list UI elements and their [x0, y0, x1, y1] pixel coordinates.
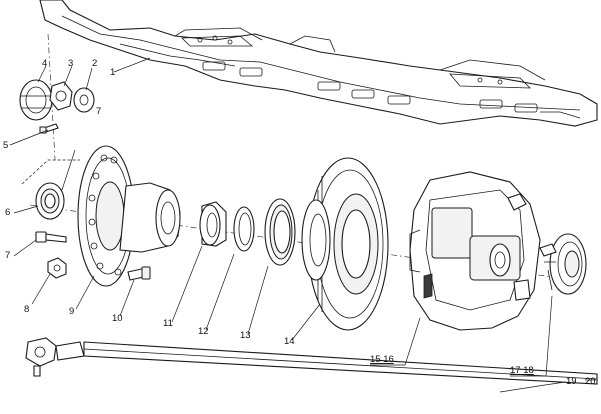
callout-14: 14: [284, 336, 295, 347]
leader-c7b: [59, 149, 76, 197]
callout-5: 5: [3, 140, 8, 151]
washer: [73, 87, 95, 113]
nut-8: [47, 257, 67, 279]
callout-15-16: 15 16: [370, 354, 394, 365]
callout-11: 11: [163, 318, 173, 329]
callout-13: 13: [240, 330, 251, 341]
callout-6: 6: [5, 207, 10, 218]
callout-12: 12: [198, 326, 209, 337]
callout-7-upper: 7: [96, 106, 101, 117]
callout-labels: 1 2 3 4 5 6 7 7 8 9 10 11 12 13 14 15 16…: [3, 58, 596, 387]
callout-10: 10: [112, 313, 123, 324]
brake-caliper: [409, 171, 541, 331]
callout-9: 9: [69, 306, 74, 317]
callout-2: 2: [92, 58, 97, 69]
callout-7: 7: [5, 250, 10, 261]
wheel-stud: [127, 266, 151, 281]
dashed-group-line: [21, 159, 80, 185]
stud-bolt: [35, 231, 67, 243]
hub-cap: [19, 79, 53, 121]
callout-19: 19: [566, 376, 577, 387]
callout-8: 8: [24, 304, 29, 315]
oil-seal-13: [264, 198, 296, 266]
tie-rod: [25, 337, 598, 385]
brake-disc: [301, 157, 389, 331]
castle-nut: [49, 81, 73, 111]
callout-20: 20: [585, 376, 596, 387]
bearing-11: [199, 201, 227, 247]
bolt-small: [39, 123, 59, 134]
callout-3: 3: [68, 58, 73, 69]
bearing-6: [35, 182, 65, 220]
wheel-hub: [77, 145, 181, 287]
callout-17-18: 17 18: [510, 365, 534, 376]
callout-1: 1: [110, 67, 115, 78]
leader-lines: [9, 57, 596, 393]
callout-4: 4: [42, 58, 47, 69]
seal-ring-12: [233, 206, 255, 252]
axle-beam: [39, 0, 598, 127]
hub-bearing-unit: [539, 233, 587, 295]
